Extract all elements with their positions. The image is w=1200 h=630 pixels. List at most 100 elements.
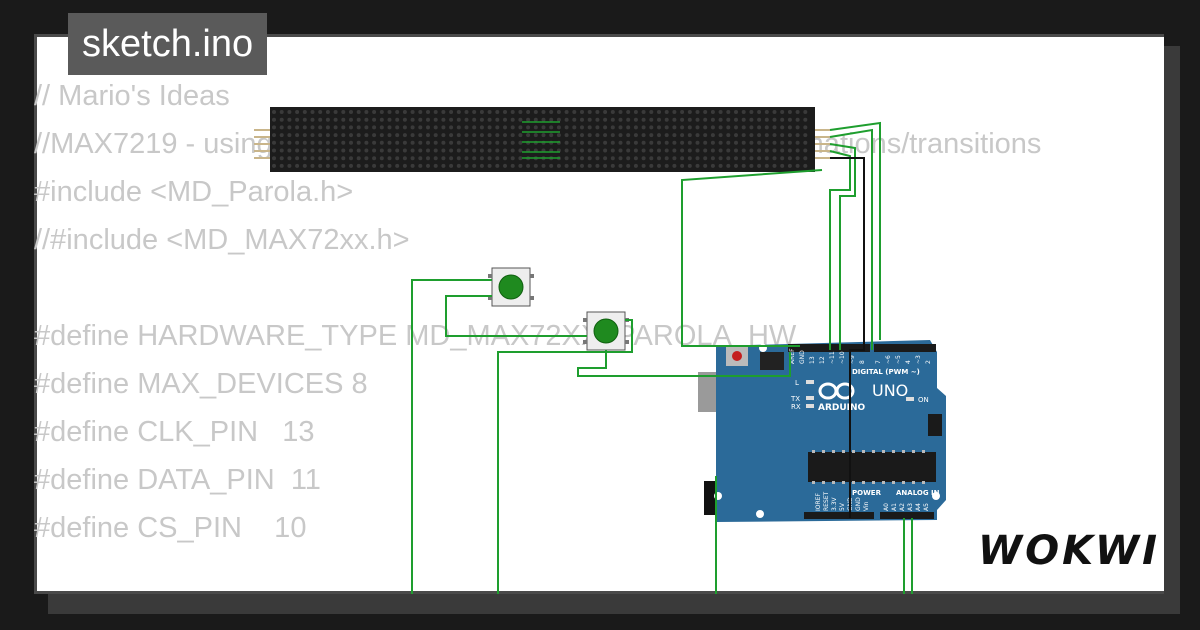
led-dot <box>641 163 646 168</box>
led-dot <box>372 156 377 161</box>
led-dot <box>318 163 323 168</box>
led-dot <box>279 110 284 114</box>
svg-text:GND: GND <box>855 497 862 511</box>
led-dot <box>325 110 330 114</box>
led-dot <box>302 110 307 114</box>
led-dot <box>387 148 392 153</box>
led-dot <box>556 133 561 138</box>
led-dot <box>618 110 623 114</box>
led-dot <box>318 148 323 153</box>
led-dot <box>741 125 746 130</box>
led-dot <box>387 117 392 122</box>
led-dot <box>672 140 677 145</box>
led-dot <box>295 125 300 130</box>
led-dot <box>356 125 361 130</box>
led-dot <box>472 163 477 168</box>
led-dot <box>603 163 608 168</box>
led-dot <box>510 110 515 114</box>
led-dot <box>395 117 400 122</box>
led-dot <box>710 163 715 168</box>
led-dot <box>295 117 300 122</box>
led-dot <box>595 117 600 122</box>
led-dot <box>426 163 430 168</box>
led-dot <box>710 110 715 114</box>
led-dot <box>510 140 515 145</box>
led-dot <box>672 110 677 114</box>
led-dot <box>295 148 300 153</box>
led-dot <box>772 117 777 122</box>
led-dot <box>272 163 276 168</box>
led-dot <box>395 125 400 130</box>
led-dot <box>510 156 515 161</box>
led-dot <box>487 163 492 168</box>
led-dot <box>610 156 615 161</box>
led-dot <box>426 133 430 138</box>
led-dot <box>549 133 554 138</box>
panel-edge <box>1136 37 1164 591</box>
led-dot <box>372 110 377 114</box>
led-dot <box>649 156 654 161</box>
led-dot <box>395 156 400 161</box>
led-dot <box>633 125 638 130</box>
led-dot <box>687 140 692 145</box>
led-dot <box>772 140 777 145</box>
led-dot <box>618 140 623 145</box>
led-dot <box>764 148 769 153</box>
led-dot <box>649 117 654 122</box>
led-dot <box>426 110 430 114</box>
led-dot <box>426 148 430 153</box>
led-dot <box>626 148 631 153</box>
led-dot <box>479 133 484 138</box>
led-dot <box>657 140 661 145</box>
led-dot <box>657 148 661 153</box>
led-dot <box>410 140 415 145</box>
led-dot <box>787 156 792 161</box>
led-dot <box>295 110 300 114</box>
led-dot <box>272 140 276 145</box>
led-dot <box>664 148 669 153</box>
file-tab[interactable]: sketch.ino <box>68 13 268 75</box>
led-dot <box>633 148 638 153</box>
led-dot <box>325 156 330 161</box>
code-line: //#include <MD_MAX72xx.h> <box>34 224 410 256</box>
led-dot <box>441 163 446 168</box>
led-dot <box>395 140 400 145</box>
led-dot <box>734 156 738 161</box>
led-dot <box>472 156 477 161</box>
arduino-uno-board[interactable]: AREF GND 13 12 ~11 ~10 ~9 8 7 ~6 ~5 4 ~3… <box>698 340 946 522</box>
led-dot <box>518 148 523 153</box>
led-dot <box>449 110 454 114</box>
led-dot <box>780 163 785 168</box>
led-dot <box>456 133 461 138</box>
led-dot <box>533 125 538 130</box>
led-dot <box>610 117 615 122</box>
led-dot <box>387 156 392 161</box>
led-matrix-module[interactable] <box>254 107 830 172</box>
led-dot <box>464 133 469 138</box>
led-dot <box>803 110 808 114</box>
led-dot <box>787 125 792 130</box>
led-dot <box>356 140 361 145</box>
led-dot <box>325 163 330 168</box>
led-dot <box>387 163 392 168</box>
led-dot <box>718 133 723 138</box>
led-dot <box>595 140 600 145</box>
led-dot <box>333 148 338 153</box>
led-dot <box>441 156 446 161</box>
led-dot <box>641 148 646 153</box>
led-dot <box>564 133 569 138</box>
led-dot <box>780 117 785 122</box>
led-dot <box>641 140 646 145</box>
push-button-1[interactable] <box>488 267 534 307</box>
led-dot <box>310 133 315 138</box>
led-dot <box>349 148 353 153</box>
led-dot <box>703 140 708 145</box>
board-brand: ARDUINO <box>818 403 866 413</box>
led-dot <box>603 156 608 161</box>
led-dot <box>418 133 423 138</box>
led-dot <box>741 156 746 161</box>
led-dot <box>587 163 592 168</box>
led-dot <box>580 156 584 161</box>
led-dot <box>749 117 754 122</box>
push-button-2[interactable] <box>583 311 629 351</box>
